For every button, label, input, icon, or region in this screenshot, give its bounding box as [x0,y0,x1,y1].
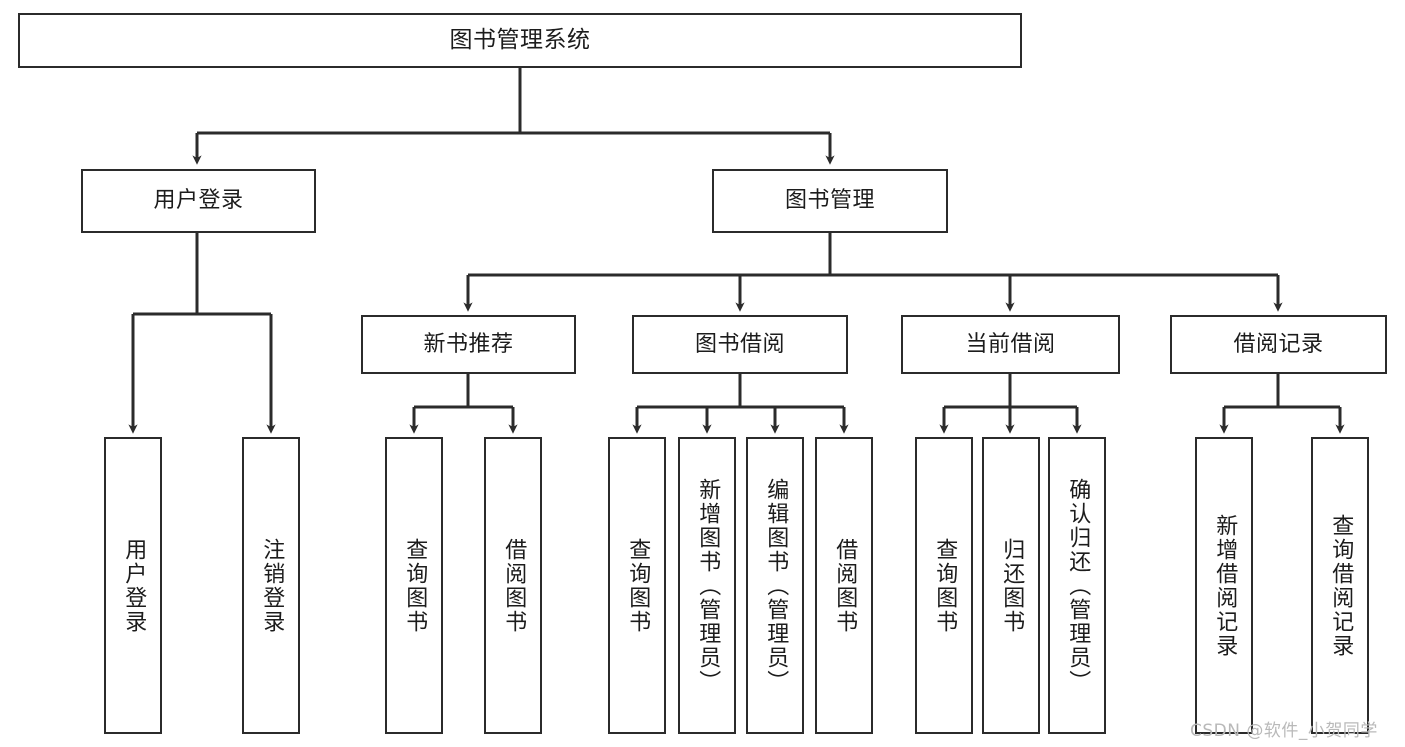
node-label: 用户登录 [153,188,244,214]
node-label: 图书借阅 [694,331,785,357]
node-book-management[interactable]: 图书管理 [712,169,948,233]
node-book-borrow[interactable]: 图书借阅 [632,315,848,374]
node-label: 新增图书（管理员） [695,477,721,694]
node-label: 查询图书 [402,537,428,634]
leaf-confirm-return-admin[interactable]: 确认归还（管理员） [1048,437,1106,734]
leaf-return-book[interactable]: 归还图书 [982,437,1040,734]
node-label: 新增借阅记录 [1212,513,1238,658]
node-label: 查询图书 [625,537,651,634]
node-label: 注销登录 [259,537,285,634]
node-new-book-recommend[interactable]: 新书推荐 [361,315,576,374]
node-label: 编辑图书（管理员） [763,477,789,694]
node-label: 查询借阅记录 [1328,513,1354,658]
leaf-logout[interactable]: 注销登录 [242,437,300,734]
node-label: 图书管理系统 [449,27,591,54]
node-label: 当前借阅 [965,331,1056,357]
node-label: 归还图书 [999,537,1025,634]
node-label: 查询图书 [932,537,958,634]
node-current-borrow[interactable]: 当前借阅 [901,315,1120,374]
node-borrow-record[interactable]: 借阅记录 [1170,315,1387,374]
node-label: 新书推荐 [423,331,514,357]
leaf-borrow-book-recommend[interactable]: 借阅图书 [484,437,542,734]
node-user-login[interactable]: 用户登录 [81,169,316,233]
node-label: 确认归还（管理员） [1065,477,1091,694]
leaf-borrow-book[interactable]: 借阅图书 [815,437,873,734]
node-label: 图书管理 [784,188,875,214]
node-label: 借阅图书 [501,537,527,634]
node-root-system[interactable]: 图书管理系统 [18,13,1022,68]
node-label: 借阅记录 [1233,331,1324,357]
node-label: 用户登录 [121,537,147,634]
leaf-add-borrow-record[interactable]: 新增借阅记录 [1195,437,1253,734]
leaf-user-login[interactable]: 用户登录 [104,437,162,734]
leaf-query-book-current[interactable]: 查询图书 [915,437,973,734]
watermark-text: CSDN @软件_小贺同学 [1190,721,1378,741]
leaf-query-book-recommend[interactable]: 查询图书 [385,437,443,734]
leaf-query-borrow-record[interactable]: 查询借阅记录 [1311,437,1369,734]
leaf-add-book-admin[interactable]: 新增图书（管理员） [678,437,736,734]
leaf-query-book-borrow[interactable]: 查询图书 [608,437,666,734]
node-label: 借阅图书 [832,537,858,634]
leaf-edit-book-admin[interactable]: 编辑图书（管理员） [746,437,804,734]
